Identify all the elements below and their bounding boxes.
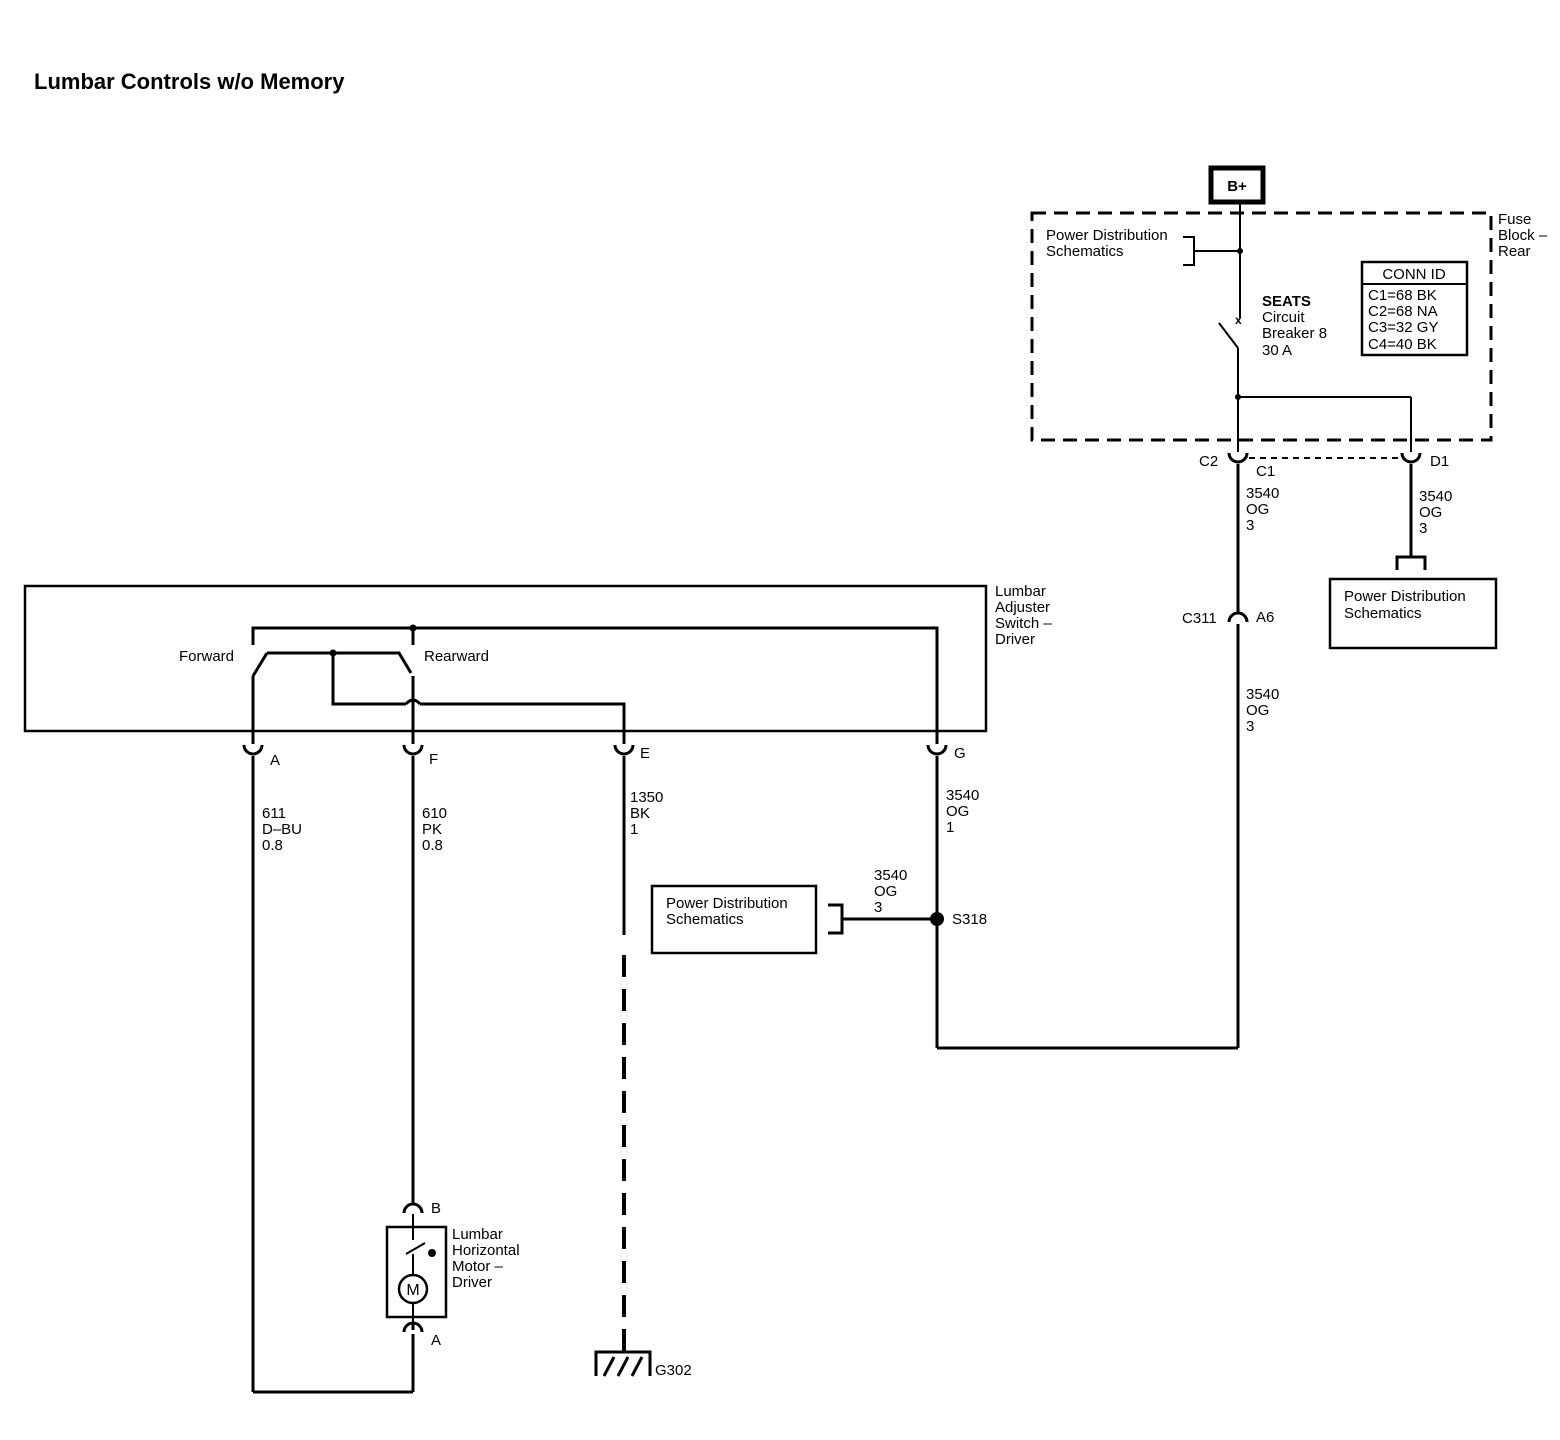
motor-pin-a-label: A xyxy=(431,1332,441,1349)
power-dist-box-left[interactable]: Power Distribution Schematics xyxy=(650,884,818,955)
lumbar-horizontal-motor: M Lumbar Horizontal Motor – Driver xyxy=(385,1214,520,1322)
ground-label: G302 xyxy=(655,1362,692,1379)
conn-id-header: CONN ID xyxy=(1382,266,1446,283)
wire-label: D–BU xyxy=(262,821,302,838)
conn-id-row: C3=32 GY xyxy=(1368,319,1438,336)
conn-id-table: CONN ID C1=68 BK C2=68 NA C3=32 GY C4=40… xyxy=(1360,260,1469,357)
pin-c1-label: C1 xyxy=(1256,463,1275,480)
connector-c311: C311 A6 xyxy=(1182,609,1274,636)
breaker-line-1: SEATS xyxy=(1262,293,1311,310)
connector-c2-c1: C2 C1 xyxy=(1199,452,1275,480)
fuse-block-name-line-3: Rear xyxy=(1498,243,1531,260)
power-dist-bracket-right xyxy=(1395,555,1427,570)
common-to-ground-wire xyxy=(331,653,406,706)
conn-id-row: C1=68 BK xyxy=(1368,287,1437,304)
pin-a-label: A xyxy=(270,752,280,769)
power-dist-right-line-1: Power Distribution xyxy=(1344,588,1466,605)
circuit-breaker-icon: x xyxy=(1218,313,1242,349)
switch-common-bar xyxy=(267,651,413,674)
wire-label: 3540 xyxy=(874,867,907,884)
wire-label: BK xyxy=(630,805,650,822)
pin-g-label: G xyxy=(954,745,966,762)
motor-pin-a: A xyxy=(402,1321,441,1349)
breaker-line-4: 30 A xyxy=(1262,342,1292,359)
switch-pin-g: G xyxy=(926,744,966,762)
motor-symbol: M xyxy=(406,1282,419,1299)
motor-pin-b-label: B xyxy=(431,1200,441,1217)
wire-label: 3 xyxy=(1246,517,1254,534)
power-dist-bracket xyxy=(1183,236,1195,266)
power-dist-right-line-2: Schematics xyxy=(1344,605,1422,622)
switch-name-line-3: Switch – xyxy=(995,615,1052,632)
pin-f-label: F xyxy=(429,751,438,768)
switch-name-line-4: Driver xyxy=(995,631,1035,648)
conn-id-row: C4=40 BK xyxy=(1368,336,1437,353)
motor-name-line-1: Lumbar xyxy=(452,1226,503,1243)
fuse-block-name-line-2: Block – xyxy=(1498,227,1548,244)
svg-text:x: x xyxy=(1235,313,1242,327)
wire-label: 1350 xyxy=(630,789,663,806)
rearward-label: Rearward xyxy=(424,648,489,665)
wire-label: 611 xyxy=(262,805,286,822)
power-dist-left-line-2: Schematics xyxy=(666,911,744,928)
wire-label: 3540 xyxy=(1246,686,1279,703)
breaker-line-3: Breaker 8 xyxy=(1262,325,1327,342)
lumbar-adjuster-switch: Lumbar Adjuster Switch – Driver Forward … xyxy=(23,583,1052,733)
conn-id-row: C2=68 NA xyxy=(1368,303,1438,320)
c311-name: C311 xyxy=(1182,610,1217,627)
switch-pin-a: A xyxy=(242,744,280,769)
splice-label: S318 xyxy=(952,911,987,928)
wire-label: 1 xyxy=(946,819,954,836)
wire-label: OG xyxy=(946,803,969,820)
wire-label: 610 xyxy=(422,805,447,822)
wire-label: OG xyxy=(874,883,897,900)
connector-d1: D1 xyxy=(1400,452,1449,470)
power-dist-left-line-1: Power Distribution xyxy=(666,895,788,912)
pin-c2-label: C2 xyxy=(1199,453,1218,470)
wire-label: PK xyxy=(422,821,442,838)
power-dist-box-right[interactable]: Power Distribution Schematics xyxy=(1328,577,1498,650)
switch-pin-f: F xyxy=(402,744,438,768)
forward-label: Forward xyxy=(179,648,234,665)
switch-name-line-2: Adjuster xyxy=(995,599,1050,616)
fuse-block-power-dist-line-2: Schematics xyxy=(1046,243,1124,260)
forward-switch-arm xyxy=(251,652,269,677)
switch-top-bus xyxy=(251,626,939,731)
pin-d1-label: D1 xyxy=(1430,453,1449,470)
power-dist-bracket-left xyxy=(828,903,844,935)
wire-label: OG xyxy=(1419,504,1442,521)
wire-label: 3 xyxy=(1419,520,1427,537)
motor-name-line-2: Horizontal xyxy=(452,1242,520,1259)
wire-label: 3 xyxy=(874,899,882,916)
battery-terminal: B+ xyxy=(1208,165,1266,205)
wire-label: 3540 xyxy=(946,787,979,804)
motor-pin-b: B xyxy=(402,1183,441,1217)
wire-label: 0.8 xyxy=(262,837,283,854)
c311-pin: A6 xyxy=(1256,609,1274,626)
wire-label: 3540 xyxy=(1419,488,1452,505)
ground-internal-wire xyxy=(420,702,626,731)
diagram-title: Lumbar Controls w/o Memory xyxy=(34,69,345,94)
wire-label: OG xyxy=(1246,702,1269,719)
motor-name-line-3: Motor – xyxy=(452,1258,504,1275)
battery-label: B+ xyxy=(1227,178,1247,195)
fuse-block-name-line-1: Fuse xyxy=(1498,211,1531,228)
wire-label: 3 xyxy=(1246,718,1254,735)
wire-label: 3540 xyxy=(1246,485,1279,502)
fuse-block-rear: Fuse Block – Rear Power Distribution Sch… xyxy=(1030,202,1548,452)
wire-label: OG xyxy=(1246,501,1269,518)
switch-name-line-1: Lumbar xyxy=(995,583,1046,600)
breaker-line-2: Circuit xyxy=(1262,309,1305,326)
motor-name-line-4: Driver xyxy=(452,1274,492,1291)
wire-label: 1 xyxy=(630,821,638,838)
ground-icon: G302 xyxy=(594,1350,692,1379)
pin-e-label: E xyxy=(640,745,650,762)
wire-label: 0.8 xyxy=(422,837,443,854)
switch-pin-e: E xyxy=(613,744,650,762)
fuse-block-power-dist-line-1: Power Distribution xyxy=(1046,227,1168,244)
